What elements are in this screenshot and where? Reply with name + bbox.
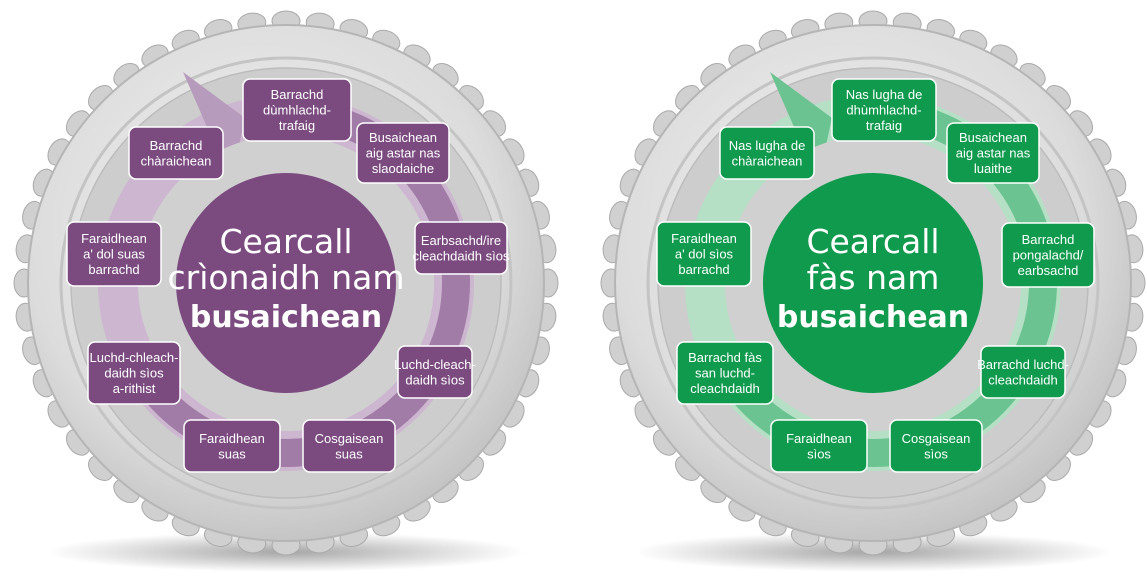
cycle-title-line: Cearcall <box>219 222 352 261</box>
cycle-step-box <box>831 78 937 142</box>
cycle-step-box <box>183 419 281 473</box>
cycle-title-bold: busaichean <box>777 300 969 335</box>
cycle-step-text: chàraichean <box>732 153 803 168</box>
cycle-step-text: Earbsachd/ire <box>421 233 501 248</box>
cycle-step-text: Cosgaisean <box>902 431 971 446</box>
cycle-step-text: a' dol suas <box>83 247 145 262</box>
cycle-title-bold: busaichean <box>190 300 382 335</box>
cycle-step-text: trafaig <box>279 118 315 133</box>
cycle-step-box <box>946 122 1040 184</box>
cycle-title-line: crìonaidh nam <box>167 258 404 297</box>
cycle-step-box <box>66 221 162 287</box>
cycle-step-text: cleachdaidh <box>690 381 759 396</box>
cycle-center-circle <box>763 173 983 393</box>
cycle-step-text: sìos <box>807 446 831 461</box>
cycle-step-text: a' dol sìos <box>675 247 734 262</box>
cycle-step-text: Barrachd fàs <box>688 350 762 365</box>
cycle-step-text: aig astar nas <box>366 146 441 161</box>
cycle-step-text: aig astar nas <box>956 146 1031 161</box>
cycle-step-text: a-rithist <box>113 381 156 396</box>
cycle-step-text: barrachd <box>678 262 729 277</box>
cycle-step-text: chàraichean <box>141 153 212 168</box>
cycle-title-line: Cearcall <box>806 222 939 261</box>
cycle-step: Barrachd luchd-cleachdaidh <box>977 345 1069 399</box>
cycle-step-text: dùmhlachd- <box>263 103 331 118</box>
cycle-step-text: barrachd <box>88 262 139 277</box>
cycle-step-text: Cosgaisean <box>315 431 384 446</box>
cycle-step-box <box>414 221 508 275</box>
cycle-step-box <box>980 345 1066 399</box>
cycle-step-box <box>397 345 473 399</box>
cycle-step-box <box>242 78 352 142</box>
cycle-step-text: Barrachd <box>271 87 324 102</box>
cycle-step-box <box>676 341 774 405</box>
cycle-step-text: Faraidhean <box>671 231 737 246</box>
cycle-step-text: Luchd-cleach- <box>394 357 476 372</box>
cycle-step-text: Faraidhean <box>81 231 147 246</box>
cycle-step-text: Faraidhean <box>199 431 265 446</box>
cycle-step-text: Barrachd <box>1022 232 1075 247</box>
cycle-step-text: Nas lugha de <box>846 87 923 102</box>
cycle-step-box <box>719 126 815 180</box>
cycle-step-text: Busaichean <box>369 130 437 145</box>
cycle-step-text: daidh sìos <box>104 366 164 381</box>
cycle-step-text: dhùmhlachd- <box>846 103 921 118</box>
cycle-step-text: daidh sìos <box>405 372 465 387</box>
cycle-step-text: Luchd-chleach- <box>90 350 179 365</box>
cycle-step-text: Faraidhean <box>786 431 852 446</box>
cycle-center-circle <box>176 173 396 393</box>
cycle-step-text: Nas lugha de <box>729 138 806 153</box>
cycle-step: Luchd-cleach-daidh sìos <box>394 345 476 399</box>
cycle-step-box <box>770 419 868 473</box>
cycle-step-text: san luchd- <box>695 366 755 381</box>
cycle-step-text: Busaichean <box>959 130 1027 145</box>
cycle-step-text: trafaig <box>866 118 902 133</box>
cycle-title-line: fàs nam <box>807 258 940 297</box>
cycle-step-text: slaodaiche <box>372 161 434 176</box>
cycle-step-text: Barrachd luchd- <box>977 357 1069 372</box>
cycle-step-text: sìos <box>924 446 948 461</box>
cycle-step-text: earbsachd <box>1018 263 1079 278</box>
cycle-step-box <box>87 341 181 405</box>
cycle-step-box <box>302 419 396 473</box>
cycle-step-text: Barrachd <box>150 138 203 153</box>
cycle-step-text: cleachdaidh sìos <box>413 248 510 263</box>
cycle-step-text: luaithe <box>974 161 1012 176</box>
cycle-step-box <box>889 419 983 473</box>
cycle-step-text: cleachdaidh <box>988 372 1057 387</box>
cycle-step-text: suas <box>335 446 363 461</box>
cycle-step-box <box>656 221 752 287</box>
cycle-step-box <box>356 122 450 184</box>
cycle-step-text: pongalachd/ <box>1013 248 1084 263</box>
cycle-step-text: suas <box>218 446 246 461</box>
cycle-step-box <box>1001 222 1095 288</box>
cycle-step-box <box>128 126 224 180</box>
